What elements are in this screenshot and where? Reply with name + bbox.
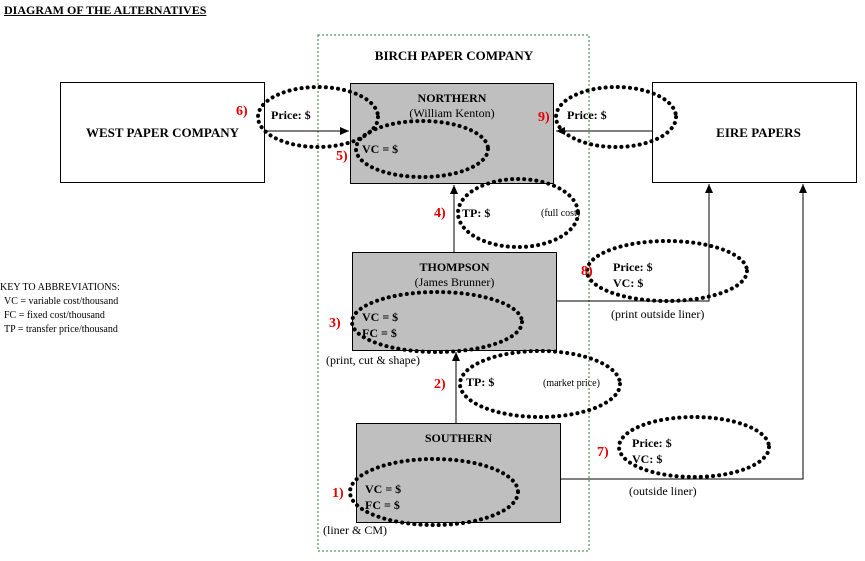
alt-1-number: 1) [332,486,344,501]
alt-4-note: (full cost) [541,208,581,219]
northern-box: NORTHERN (William Kenton) [350,83,554,184]
alt-7-number: 7) [597,445,609,460]
oval-3 [350,290,524,354]
thompson-box: THOMPSON (James Brunner) [352,252,557,351]
alt-2-note: (market price) [543,378,600,389]
oval-6 [256,85,380,149]
alt-9-price: Price: $ [567,108,607,122]
birch-paper-company-label: BIRCH PAPER COMPANY [374,48,534,63]
page-title: DIAGRAM OF THE ALTERNATIVES [4,3,207,17]
alt-4-number: 4) [434,206,446,221]
southern-box: SOUTHERN [356,423,561,523]
birch-boundary [317,34,590,552]
southern-note: (liner & CM) [323,523,387,537]
key-tp: TP = transfer price/thousand [4,324,118,335]
thompson-to-eire-arrow [557,184,713,302]
alt-3-number: 3) [329,316,341,331]
eire-papers-box: EIRE PAPERS [652,82,857,183]
alt-6-number: 6) [236,104,248,119]
key-heading: KEY TO ABBREVIATIONS: [0,282,120,293]
alt-5-number: 5) [336,149,348,164]
alt-1-fc: FC = $ [365,498,400,512]
alt-1-vc: VC = $ [365,482,402,496]
alt-3-vc: VC = $ [362,310,399,324]
oval-5 [354,119,490,179]
alt-9-number: 9) [538,110,550,125]
abbreviation-key: KEY TO ABBREVIATIONS: VC = variable cost… [0,281,120,337]
thompson-note: (print, cut & shape) [326,353,420,367]
eire-papers-label: EIRE PAPERS [716,124,801,140]
oval-4 [456,177,580,249]
oval-9 [554,85,678,149]
alt-7-note: (outside liner) [629,484,697,498]
thompson-name: THOMPSON [419,260,490,274]
thompson-manager: (James Brunner) [414,275,495,289]
alt-3-fc: FC = $ [362,326,397,340]
oval-8 [585,239,749,303]
west-paper-company-label: WEST PAPER COMPANY [85,124,240,140]
alt-8-vc: VC: $ [613,276,644,290]
alt-5-vc: VC = $ [362,142,399,156]
alt-2-number: 2) [434,377,446,392]
alt-8-note: (print outside liner) [611,307,705,321]
oval-7 [617,415,771,479]
alt-4-tp: TP: $ [462,206,491,220]
oval-2 [458,349,622,419]
alt-7-price: Price: $ [632,436,672,450]
alt-7-vc: VC: $ [632,452,663,466]
alt-8-number: 8) [581,264,593,279]
alt-8-price: Price: $ [613,260,653,274]
southern-name: SOUTHERN [424,431,493,445]
alt-2-tp: TP: $ [466,375,495,389]
key-fc: FC = fixed cost/thousand [4,310,105,321]
southern-to-eire-arrow [561,184,807,480]
oval-1 [348,457,520,527]
alt-6-price: Price: $ [271,108,311,122]
key-vc: VC = variable cost/thousand [4,296,119,307]
northern-manager: (William Kenton) [409,106,495,120]
northern-name: NORTHERN [417,91,487,105]
